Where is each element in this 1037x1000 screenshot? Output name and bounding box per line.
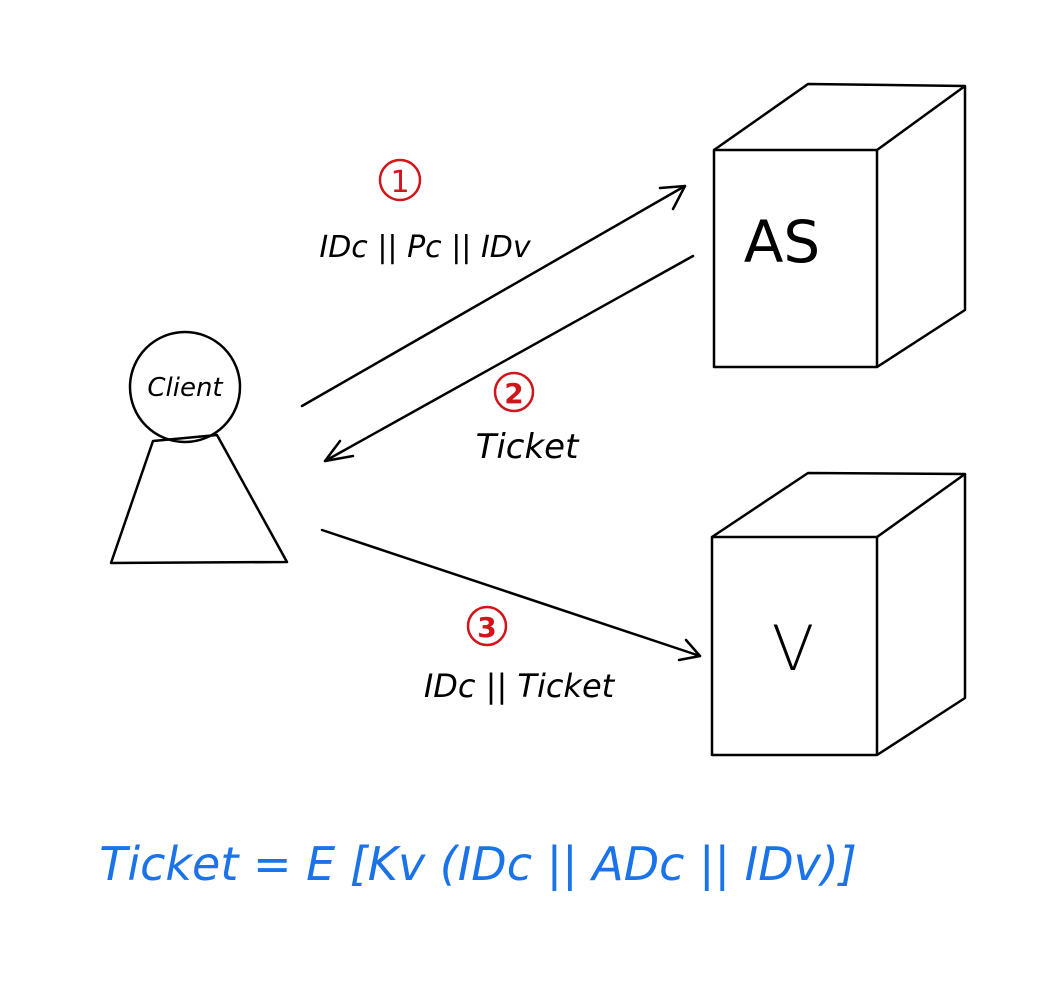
step-marker-3: 3 bbox=[466, 605, 508, 647]
step-number-3: 3 bbox=[477, 611, 496, 644]
v-cube-side bbox=[876, 474, 967, 757]
arrow-client-to-v bbox=[320, 528, 702, 662]
step-number-2: 2 bbox=[504, 377, 523, 410]
message-1-label: IDc || Pc || IDv bbox=[319, 230, 532, 265]
arrowhead-2 bbox=[323, 439, 355, 463]
client-head bbox=[128, 330, 242, 444]
as-cube-side bbox=[876, 86, 967, 369]
step-number-1: 1 bbox=[390, 165, 409, 200]
v-cube-top bbox=[711, 471, 967, 539]
v-server-node bbox=[710, 471, 967, 757]
as-server-node bbox=[712, 82, 967, 369]
arrowhead-1 bbox=[658, 184, 687, 211]
step-marker-2: 2 bbox=[493, 371, 535, 413]
message-3-label: IDc || Ticket bbox=[424, 667, 616, 705]
client-label: Client bbox=[147, 373, 223, 403]
arrow-as-to-client bbox=[323, 254, 695, 463]
as-cube-top bbox=[713, 82, 967, 152]
as-label: AS bbox=[744, 208, 821, 276]
step-marker-1: 1 bbox=[378, 158, 422, 202]
arrowhead-3 bbox=[677, 638, 702, 662]
arrow-client-to-as bbox=[300, 184, 687, 408]
message-2-label: Ticket bbox=[476, 427, 581, 467]
ticket-formula: Ticket = E [Kv (IDc || ADc || IDv)] bbox=[99, 837, 857, 892]
client-body bbox=[109, 433, 289, 565]
v-label: V bbox=[772, 612, 814, 685]
client-node bbox=[109, 330, 289, 565]
